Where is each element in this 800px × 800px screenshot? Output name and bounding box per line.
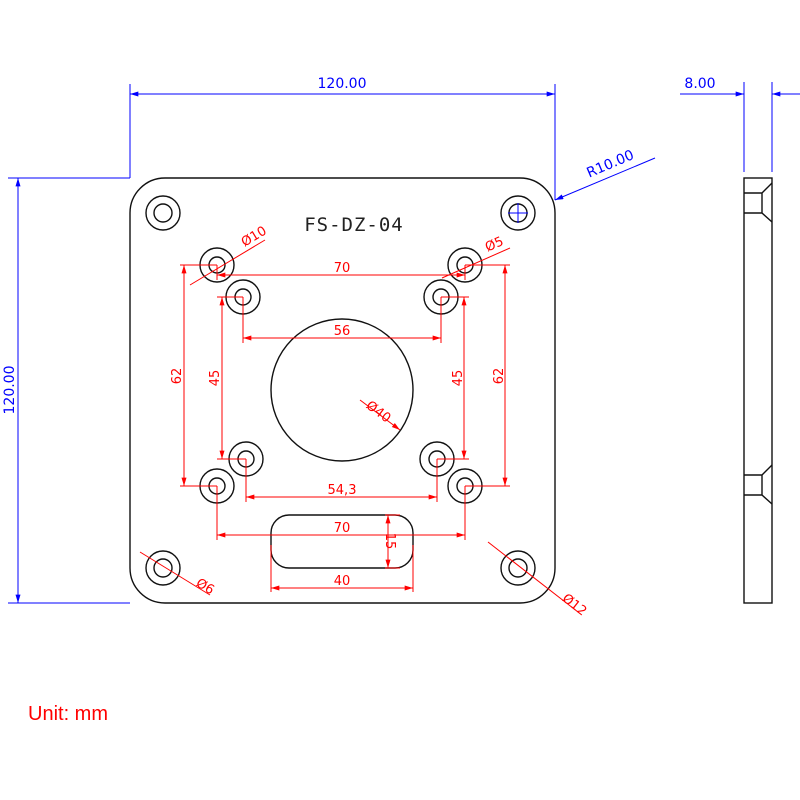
plate-side-view — [743, 177, 773, 604]
dim-inner-spacing-y-left: 45 — [208, 370, 223, 387]
dim-slot-height: 15 — [382, 533, 397, 550]
dim-slot-hole-span: 70 — [334, 521, 351, 536]
dim-thickness: 8.00 — [684, 76, 715, 92]
dim-inner-spacing-y-right: 45 — [451, 370, 466, 387]
dim-outer-spacing-y: 62 — [170, 368, 185, 385]
blue-dimensions: 120.00 120.00 R10.00 8.00 — [2, 76, 800, 604]
corner-holes — [145, 195, 536, 586]
plate-outline — [129, 177, 556, 604]
red-dimensions: 70 56 62 45 45 62 54,3 70 15 — [139, 224, 589, 619]
part-number: FS-DZ-04 — [304, 214, 404, 236]
dim-corner-counterbore: Ø12 — [559, 591, 589, 619]
inner-mount-holes — [225, 279, 459, 477]
dim-inner-spacing-x-bottom: 54,3 — [328, 483, 357, 498]
dim-corner-hole: Ø6 — [193, 576, 217, 598]
center-hole — [270, 318, 414, 462]
unit-label: Unit: mm — [28, 703, 108, 725]
dim-inner-spacing-x-top: 56 — [334, 324, 351, 339]
dim-overall-height: 120.00 — [2, 366, 18, 415]
slot — [270, 514, 414, 569]
dim-slot-length: 40 — [334, 574, 351, 589]
outer-mount-holes — [199, 247, 483, 504]
dim-outer-spacing-y-right: 62 — [492, 368, 507, 385]
dim-outer-spacing-x: 70 — [334, 261, 351, 276]
dim-hole: Ø5 — [483, 234, 506, 255]
dim-overall-width: 120.00 — [318, 76, 367, 92]
